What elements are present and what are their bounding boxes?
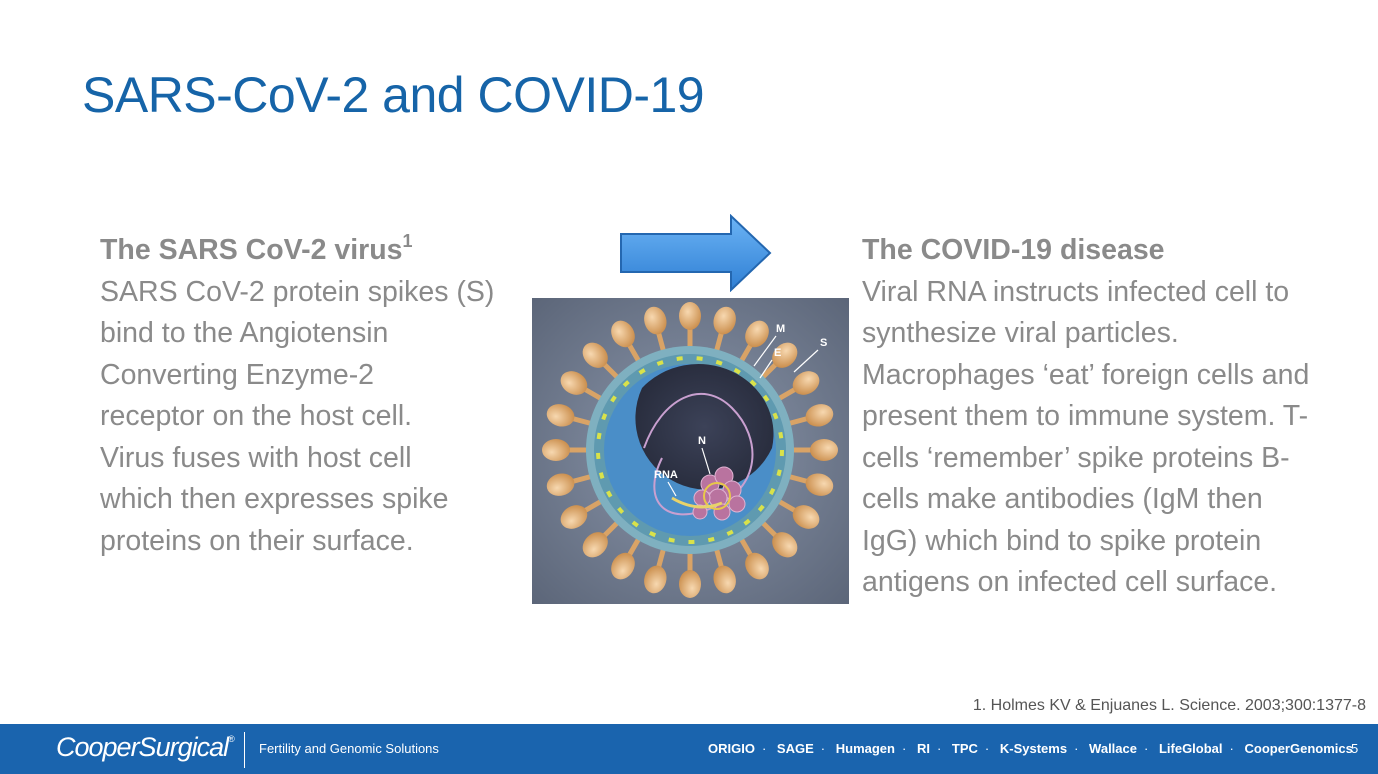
registered-mark: ®	[228, 734, 235, 744]
virus-text-line: which then expresses spike	[100, 483, 449, 515]
virus-text-line: SARS CoV-2 protein spikes (S)	[100, 275, 495, 308]
citation-superscript: 1	[402, 231, 413, 251]
spike-head	[611, 320, 635, 348]
spike-head	[713, 306, 736, 335]
spike-head	[611, 552, 635, 580]
label-n: N	[698, 435, 706, 447]
spike-head	[810, 439, 838, 461]
spike-head	[560, 505, 588, 529]
spike-head	[772, 532, 798, 558]
virus-heading-text: The SARS CoV-2 virus	[100, 234, 403, 266]
spike-head	[560, 371, 588, 395]
tagline: Fertility and Genomic Solutions	[259, 741, 439, 756]
spike-head	[792, 371, 820, 395]
spike-head	[546, 473, 575, 496]
spike-head	[644, 306, 667, 335]
slide-title: SARS-CoV-2 and COVID-19	[82, 67, 705, 123]
virus-text-block: The SARS CoV-2 virus1 SARS CoV-2 protein…	[100, 230, 530, 562]
logo-text: CooperSurgical	[56, 732, 229, 762]
brand-item: RI	[916, 741, 930, 756]
virus-heading: The SARS CoV-2 virus1	[100, 230, 530, 272]
logo-divider	[244, 732, 245, 768]
right-arrow-icon	[620, 214, 772, 292]
virus-text-line: proteins on their surface.	[100, 524, 414, 557]
virus-text-line: bind to the Angiotensin	[100, 317, 389, 349]
brand-item: K-Systems	[999, 741, 1068, 756]
disease-text-line: Macrophages ‘eat’ foreign cells and	[862, 358, 1310, 391]
spike-head	[745, 552, 769, 580]
disease-heading: The COVID-19 disease	[862, 234, 1165, 266]
spike-head	[582, 342, 608, 368]
disease-text-line: IgG) which bind to spike protein	[862, 524, 1262, 557]
spike-head	[792, 505, 820, 529]
disease-text-line: cells ‘remember’ spike proteins B-	[862, 441, 1290, 474]
spike-head	[546, 404, 575, 427]
label-rna: RNA	[654, 469, 678, 481]
disease-text-block: The COVID-19 disease Viral RNA instructs…	[862, 230, 1372, 604]
brand-item: CooperGenomics	[1244, 741, 1353, 756]
coronavirus-illustration: M E S N RNA	[532, 298, 849, 604]
brand-item: Humagen	[835, 741, 895, 756]
spike-head	[805, 473, 834, 496]
spike-head	[772, 342, 798, 368]
spike-head	[679, 302, 701, 330]
spike-head	[582, 532, 608, 558]
page-number: 5	[1351, 741, 1359, 756]
spike-head	[805, 404, 834, 427]
brand-item: SAGE	[776, 741, 814, 756]
disease-text-line: cells make antibodies (IgM then	[862, 483, 1263, 515]
spike-head	[644, 565, 667, 594]
spike-head	[713, 565, 736, 594]
brand-item: ORIGIO	[708, 741, 755, 756]
virus-text-line: Virus fuses with host cell	[100, 441, 412, 474]
spike-head	[679, 570, 701, 598]
footer-bar: CooperSurgical® Fertility and Genomic So…	[0, 724, 1378, 774]
brand-item: Wallace	[1089, 741, 1137, 756]
label-m: M	[776, 323, 785, 335]
disease-text-line: synthesize viral particles.	[862, 317, 1179, 349]
virus-text-line: Converting Enzyme-2	[100, 358, 375, 391]
label-e: E	[774, 347, 781, 359]
brand-item: TPC	[951, 741, 978, 756]
reference-citation: 1. Holmes KV & Enjuanes L. Science. 2003…	[972, 697, 1366, 714]
disease-text-line: present them to immune system. T-	[862, 400, 1309, 432]
disease-text-line: antigens on infected cell surface.	[862, 566, 1278, 598]
spike-head	[745, 320, 769, 348]
coopersurgical-logo: CooperSurgical®	[56, 732, 235, 763]
brand-list: ORIGIO· SAGE· Humagen· RI· TPC· K-System…	[708, 741, 1353, 756]
virus-text-line: receptor on the host cell.	[100, 400, 413, 432]
label-s: S	[820, 337, 827, 349]
brand-item: LifeGlobal	[1158, 741, 1223, 756]
disease-text-line: Viral RNA instructs infected cell to	[862, 275, 1290, 308]
spike-head	[542, 439, 570, 461]
